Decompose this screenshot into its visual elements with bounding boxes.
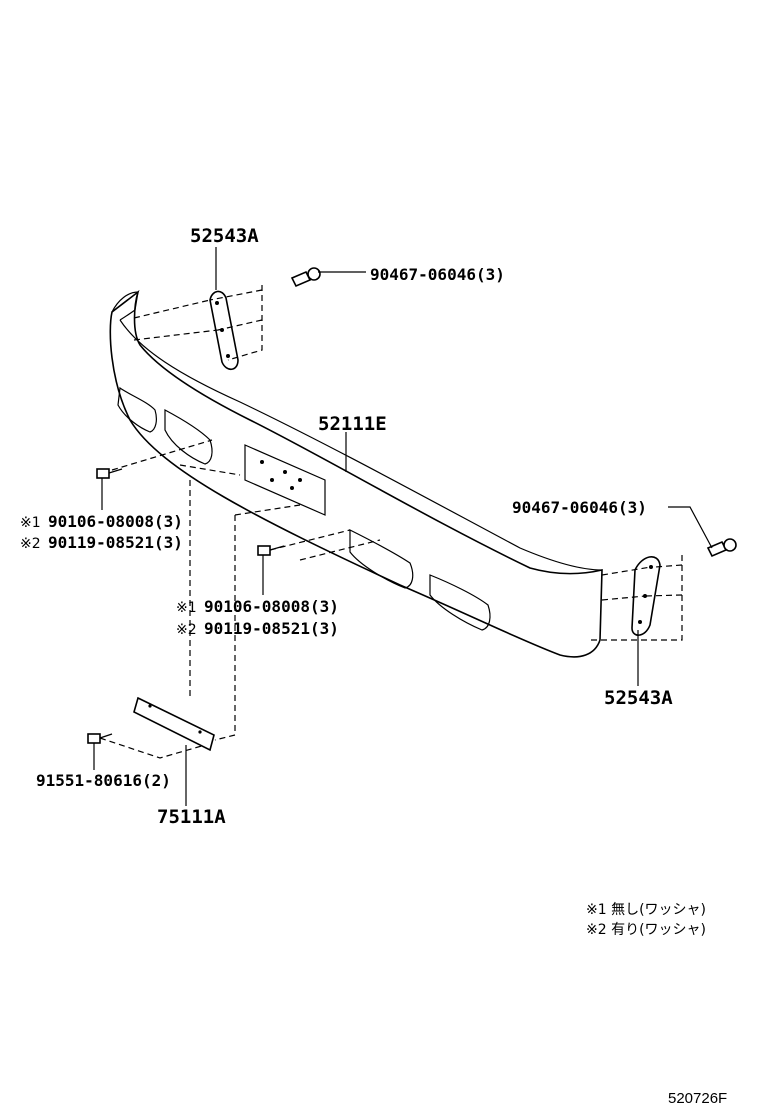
label-bolt-mid-2: 90119-08521(3) bbox=[204, 619, 339, 638]
label-52543A-bottom: 52543A bbox=[604, 687, 673, 709]
marker-1-mid: ※1 bbox=[176, 600, 197, 616]
note-2: ※2 有り(ワッシャ) bbox=[586, 922, 706, 938]
label-bumper: 52111E bbox=[318, 413, 387, 435]
plate bbox=[133, 696, 215, 752]
label-plate: 75111A bbox=[157, 806, 226, 828]
clip-right-icon bbox=[706, 538, 737, 558]
note-1: ※1 無し(ワッシャ) bbox=[586, 902, 706, 918]
assembly-lines bbox=[99, 285, 683, 759]
label-bolt-mid-1: 90106-08008(3) bbox=[204, 597, 339, 616]
figure-number: 520726F bbox=[668, 1090, 727, 1107]
label-bolt-left-1: 90106-08008(3) bbox=[48, 512, 183, 531]
bracket-top bbox=[209, 290, 239, 371]
label-clip-right: 90467-06046(3) bbox=[512, 498, 647, 517]
label-screw: 91551-80616(2) bbox=[36, 771, 171, 790]
label-bolt-left-2: 90119-08521(3) bbox=[48, 533, 183, 552]
bumper-assembly bbox=[109, 289, 603, 658]
bolt-left-icon bbox=[96, 468, 123, 479]
marker-2-left: ※2 bbox=[20, 536, 41, 552]
leader-lines bbox=[93, 247, 713, 806]
screw-icon bbox=[87, 733, 113, 744]
label-clip-top: 90467-06046(3) bbox=[370, 265, 505, 284]
clip-top-icon bbox=[290, 267, 321, 288]
bolt-mid-icon bbox=[257, 545, 285, 556]
label-52543A-top: 52543A bbox=[190, 225, 259, 247]
marker-2-mid: ※2 bbox=[176, 622, 197, 638]
marker-1-left: ※1 bbox=[20, 515, 41, 531]
